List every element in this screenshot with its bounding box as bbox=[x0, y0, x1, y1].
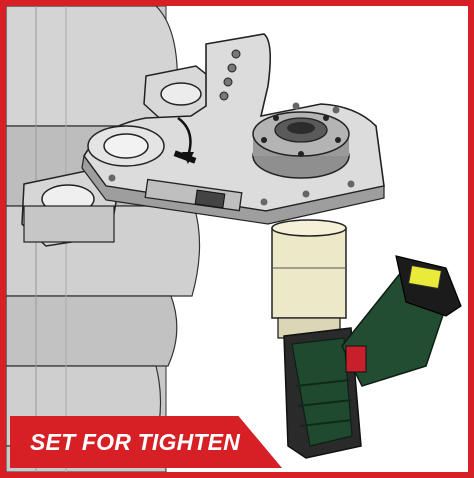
spline-drive-head bbox=[252, 111, 350, 179]
caption-text: SET FOR TIGHTEN bbox=[30, 429, 240, 455]
caption-banner: SET FOR TIGHTEN bbox=[10, 416, 282, 468]
curved-arrow-clockwise-icon bbox=[177, 116, 192, 157]
illustration-scene bbox=[6, 6, 462, 472]
cordless-drill bbox=[283, 255, 462, 459]
led-work-light-icon bbox=[408, 264, 442, 290]
flange-stack bbox=[6, 6, 201, 472]
extension-shaft bbox=[271, 219, 347, 339]
